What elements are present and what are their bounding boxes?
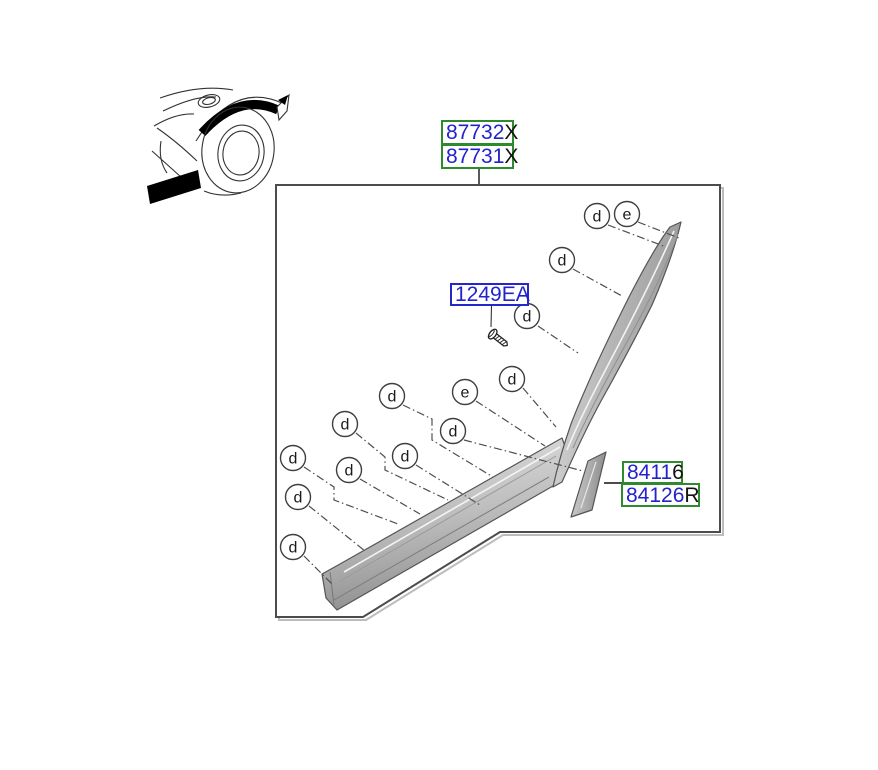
part-number: 87732 [446,121,505,144]
underbody-line [203,190,242,196]
leader [359,478,421,515]
quarter-highlight [580,461,597,509]
leader [355,432,449,501]
svg-text:e: e [623,207,632,224]
callout-d[interactable]: d [498,365,526,393]
svg-text:d: d [345,463,354,480]
hood-line [159,87,234,99]
svg-text:d: d [508,372,517,389]
rim-inner [222,130,260,176]
wheel-arch-molding [198,100,280,137]
bumper-line [159,140,168,174]
svg-text:d: d [341,417,350,434]
rocker-end-cap [329,571,335,606]
svg-text:d: d [294,490,303,507]
callout-d[interactable]: d [279,444,307,472]
callout-circles: d e d d d e d d [279,200,641,561]
rocker-highlight-ridge [343,446,561,573]
callout-d[interactable]: d [284,483,312,511]
part-number: 87731 [446,145,505,168]
callout-d[interactable]: d [548,246,576,274]
part-suffix: X [504,145,519,168]
frame-shadow [278,187,724,621]
rim-outline [217,124,265,182]
svg-text:d: d [449,424,458,441]
frame-border [275,184,721,618]
svg-text:e: e [461,385,470,402]
callout-d[interactable]: d [513,302,541,330]
callout-e[interactable]: e [451,378,479,406]
leader [402,404,494,478]
callout-d[interactable]: d [583,202,611,230]
vehicle-thumbnail [147,87,290,204]
part-suffix: X [504,121,519,144]
hood-line [162,96,217,112]
leader [607,224,667,248]
pillar-molding-part [552,221,682,488]
tire-outline [201,106,275,194]
rocker-ridge-line [339,455,557,582]
svg-text:d: d [558,253,567,270]
leader [463,439,584,472]
leader [572,268,623,297]
rocker-bottom-step [333,476,550,601]
svg-text:d: d [593,209,602,226]
screw-icon [487,328,508,347]
svg-text:d: d [523,309,532,326]
quarter-molding-part [570,451,607,518]
sill-molding-highlight [147,170,201,204]
part-label-1249EA[interactable]: 1249EA [450,283,530,306]
svg-text:d: d [388,389,397,406]
leader-lines [303,221,680,586]
leader [303,466,399,525]
callout-e[interactable]: e [613,200,641,228]
pillar-molding-body [552,221,682,488]
leader [522,387,557,428]
part-suffix: R [684,483,700,507]
leader [303,555,334,586]
svg-text:d: d [401,449,410,466]
diagram-frame [275,184,724,621]
mirror-outline [197,94,221,108]
part-number: 84126 [626,483,685,507]
callout-d[interactable]: d [331,410,359,438]
part-number: 8411 [627,461,673,484]
callout-d[interactable]: d [391,442,419,470]
rocker-molding-part [321,437,571,611]
pillar-highlight-crease [566,230,675,451]
part-number: 1249EA [455,283,530,306]
leader [308,505,366,552]
callout-d[interactable]: d [335,456,363,484]
mirror-inner [202,96,216,106]
svg-text:d: d [289,540,298,557]
callout-d[interactable]: d [378,382,406,410]
rocker-molding-body [321,437,571,611]
hood-line [153,113,195,127]
leader [637,221,680,239]
body-crease [156,127,198,162]
leader [475,400,546,447]
callout-d[interactable]: d [279,533,307,561]
callout-d[interactable]: d [439,417,467,445]
part-suffix: 6 [672,461,684,484]
fastener-connector-line [490,305,493,328]
fender-tip-accent [278,95,288,105]
svg-text:d: d [289,451,298,468]
pillar-shade-line [572,233,679,449]
leader [415,464,481,506]
